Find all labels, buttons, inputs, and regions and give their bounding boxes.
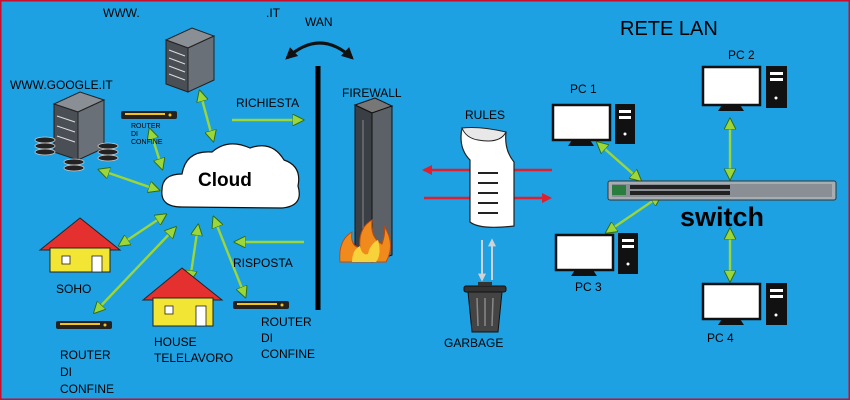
flame-icon bbox=[339, 219, 391, 263]
router-label-bottom-mid: ROUTER DI CONFINE bbox=[261, 315, 315, 361]
router-icon bbox=[56, 321, 112, 329]
house-telelavoro-label: HOUSE TELELAVORO bbox=[154, 335, 234, 365]
firewall-label: FIREWALL bbox=[342, 86, 402, 100]
soho-label: SOHO bbox=[56, 282, 92, 296]
google-label: WWW.GOOGLE.IT bbox=[10, 78, 113, 92]
richiesta-label: RICHIESTA bbox=[236, 96, 300, 110]
garbage-label: GARBAGE bbox=[444, 336, 504, 350]
risposta-label: RISPOSTA bbox=[233, 256, 293, 270]
server-icon bbox=[164, 27, 216, 93]
wan-arrow bbox=[285, 41, 354, 60]
trash-icon bbox=[463, 282, 507, 333]
router-icon bbox=[233, 301, 289, 309]
pc3-label: PC 3 bbox=[575, 280, 602, 294]
it-label: .IT bbox=[266, 6, 280, 20]
database-icon bbox=[34, 136, 119, 172]
pc3-computer bbox=[554, 233, 638, 276]
switch-label: switch bbox=[680, 202, 765, 232]
rules-scroll-icon bbox=[460, 127, 515, 228]
connection-arrows bbox=[95, 92, 730, 312]
pc4-computer bbox=[701, 282, 787, 325]
pc1-computer bbox=[551, 103, 635, 146]
router-label-small: ROUTER DI CONFINE bbox=[131, 123, 163, 146]
switch-icon bbox=[607, 180, 837, 201]
pc2-computer bbox=[701, 65, 787, 111]
wan-label: WAN bbox=[305, 15, 333, 29]
pc1-label: PC 1 bbox=[570, 82, 597, 96]
pc2-label: PC 2 bbox=[728, 48, 755, 62]
cloud-label: Cloud bbox=[198, 170, 252, 191]
www-label: WWW. bbox=[103, 6, 140, 20]
house-icon bbox=[141, 267, 224, 327]
router-label-bottom-left: ROUTER DI CONFINE bbox=[60, 348, 114, 396]
rules-label: RULES bbox=[465, 108, 506, 122]
rete-lan-title: RETE LAN bbox=[620, 18, 718, 40]
pc4-label: PC 4 bbox=[707, 331, 734, 345]
cloud-icon bbox=[161, 143, 300, 209]
house-icon bbox=[38, 217, 122, 273]
server-icon bbox=[52, 91, 106, 161]
router-icon bbox=[121, 111, 177, 119]
